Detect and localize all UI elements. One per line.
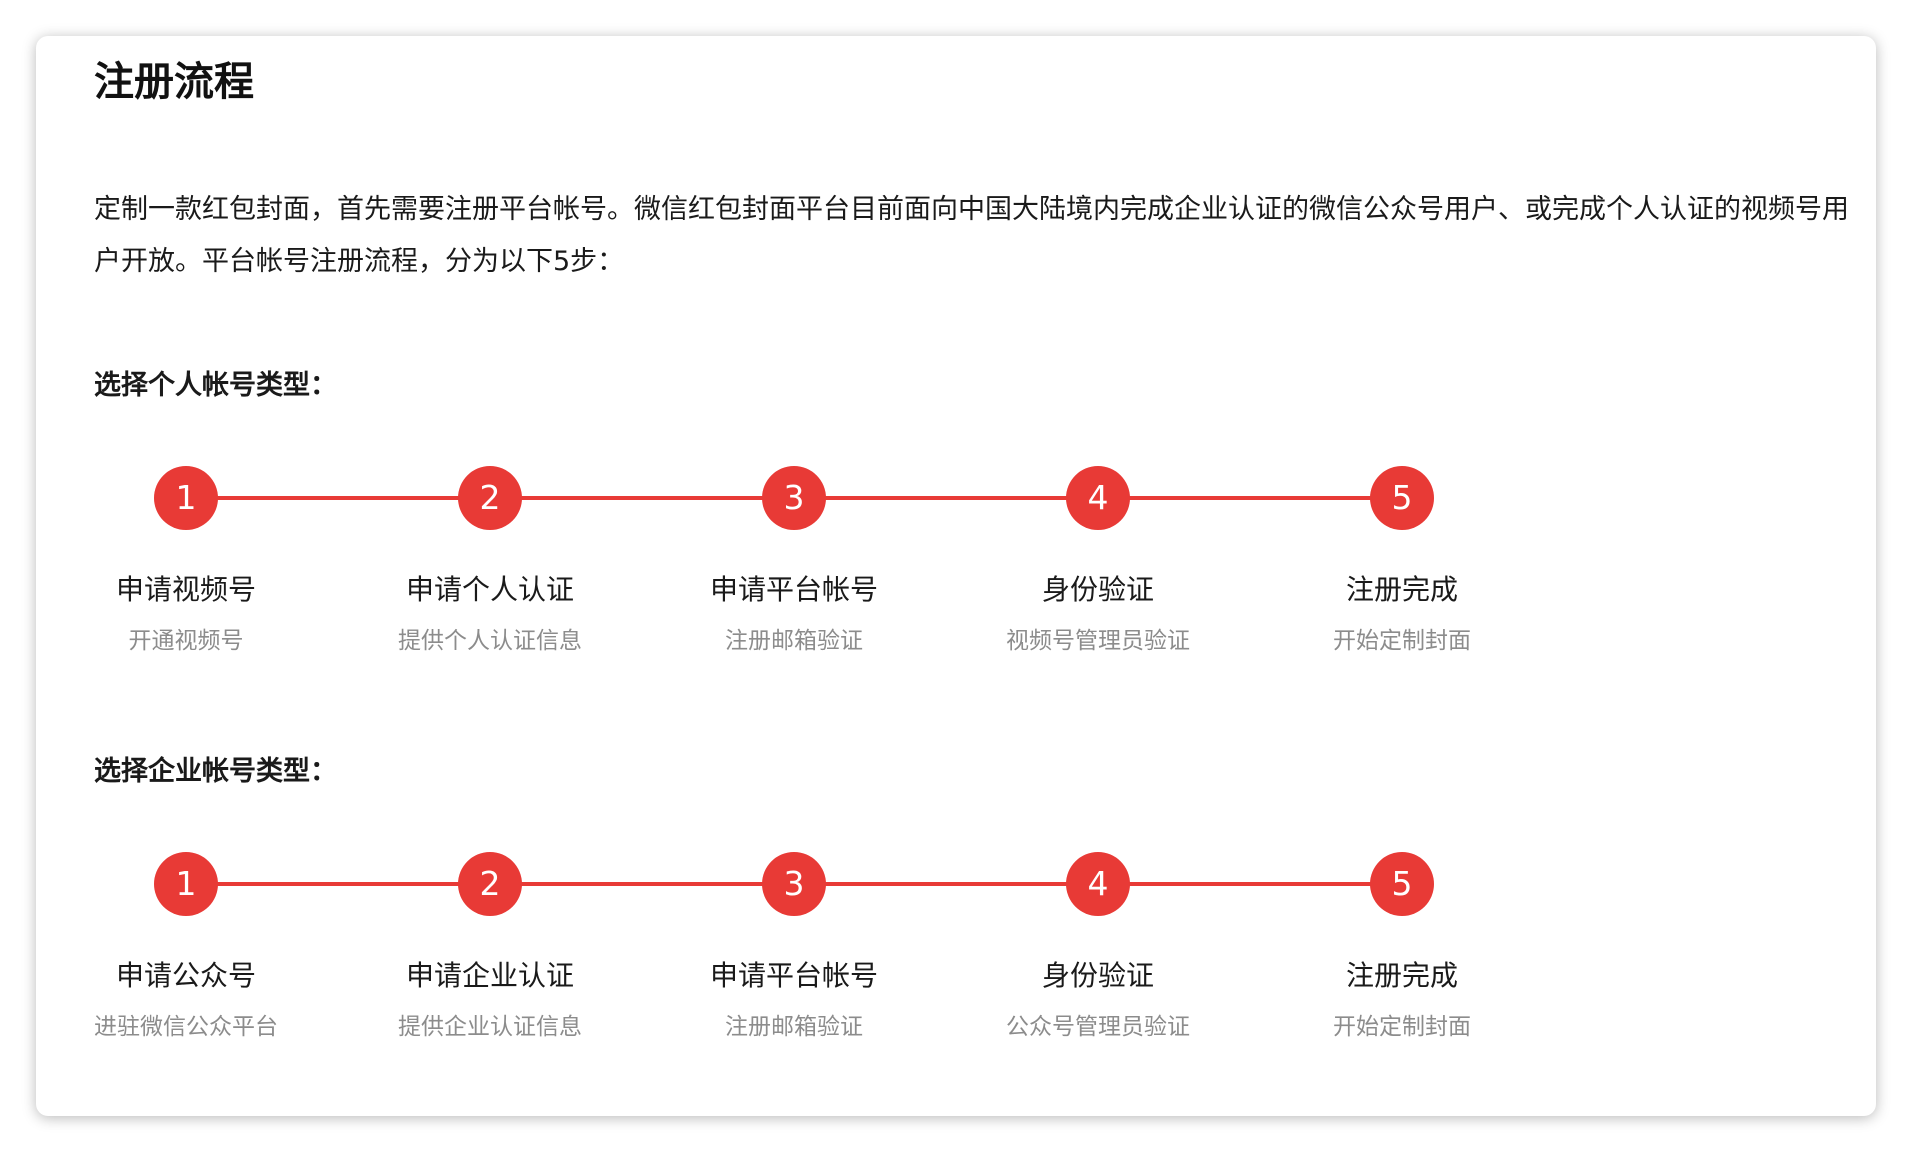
personal-steps: 1 申请视频号 开通视频号 2 申请个人认证 提供个人认证信息 3 申请平台帐号… xyxy=(36,464,1536,694)
enterprise-step-5: 5 注册完成 开始定制封面 xyxy=(1252,850,1552,1080)
step-number-badge: 3 xyxy=(762,466,826,530)
step-title: 申请平台帐号 xyxy=(709,959,878,992)
step-title: 注册完成 xyxy=(1345,573,1458,606)
personal-section-heading: 选择个人帐号类型： xyxy=(94,370,337,401)
step-number-badge: 4 xyxy=(1066,852,1130,916)
step-number-badge: 1 xyxy=(154,852,218,916)
step-description: 注册邮箱验证 xyxy=(725,1014,863,1040)
step-title: 申请平台帐号 xyxy=(709,573,878,606)
intro-paragraph: 定制一款红包封面，首先需要注册平台帐号。微信红包封面平台目前面向中国大陆境内完成… xyxy=(94,194,1849,277)
step-title: 申请公众号 xyxy=(115,959,256,992)
step-description: 开始定制封面 xyxy=(1333,1014,1471,1040)
step-description: 开始定制封面 xyxy=(1333,628,1471,654)
step-description: 视频号管理员验证 xyxy=(1006,628,1190,654)
step-title: 申请视频号 xyxy=(115,573,256,606)
step-number-badge: 3 xyxy=(762,852,826,916)
step-number-badge: 2 xyxy=(458,852,522,916)
step-description: 开通视频号 xyxy=(128,628,244,654)
step-title: 申请个人认证 xyxy=(405,573,574,606)
personal-step-3: 3 申请平台帐号 注册邮箱验证 xyxy=(644,464,944,694)
step-number-badge: 5 xyxy=(1370,466,1434,530)
page-title: 注册流程 xyxy=(94,59,254,105)
step-title: 身份验证 xyxy=(1041,573,1154,606)
step-number-badge: 1 xyxy=(154,466,218,530)
personal-step-5: 5 注册完成 开始定制封面 xyxy=(1252,464,1552,694)
enterprise-steps: 1 申请公众号 进驻微信公众平台 2 申请企业认证 提供企业认证信息 3 申请平… xyxy=(36,850,1536,1080)
step-description: 进驻微信公众平台 xyxy=(94,1014,278,1040)
step-title: 注册完成 xyxy=(1345,959,1458,992)
enterprise-step-2: 2 申请企业认证 提供企业认证信息 xyxy=(340,850,640,1080)
enterprise-step-4: 4 身份验证 公众号管理员验证 xyxy=(948,850,1248,1080)
personal-step-1: 1 申请视频号 开通视频号 xyxy=(36,464,336,694)
registration-card: 注册流程 定制一款红包封面，首先需要注册平台帐号。微信红包封面平台目前面向中国大… xyxy=(36,36,1876,1116)
personal-step-4: 4 身份验证 视频号管理员验证 xyxy=(948,464,1248,694)
step-description: 提供个人认证信息 xyxy=(398,628,582,654)
personal-step-2: 2 申请个人认证 提供个人认证信息 xyxy=(340,464,640,694)
step-description: 提供企业认证信息 xyxy=(398,1014,582,1040)
step-description: 公众号管理员验证 xyxy=(1006,1014,1190,1040)
step-title: 身份验证 xyxy=(1041,959,1154,992)
step-number-badge: 4 xyxy=(1066,466,1130,530)
enterprise-step-1: 1 申请公众号 进驻微信公众平台 xyxy=(36,850,336,1080)
enterprise-section-heading: 选择企业帐号类型： xyxy=(94,756,337,787)
step-title: 申请企业认证 xyxy=(405,959,574,992)
step-number-badge: 5 xyxy=(1370,852,1434,916)
step-number-badge: 2 xyxy=(458,466,522,530)
step-description: 注册邮箱验证 xyxy=(725,628,863,654)
enterprise-step-3: 3 申请平台帐号 注册邮箱验证 xyxy=(644,850,944,1080)
